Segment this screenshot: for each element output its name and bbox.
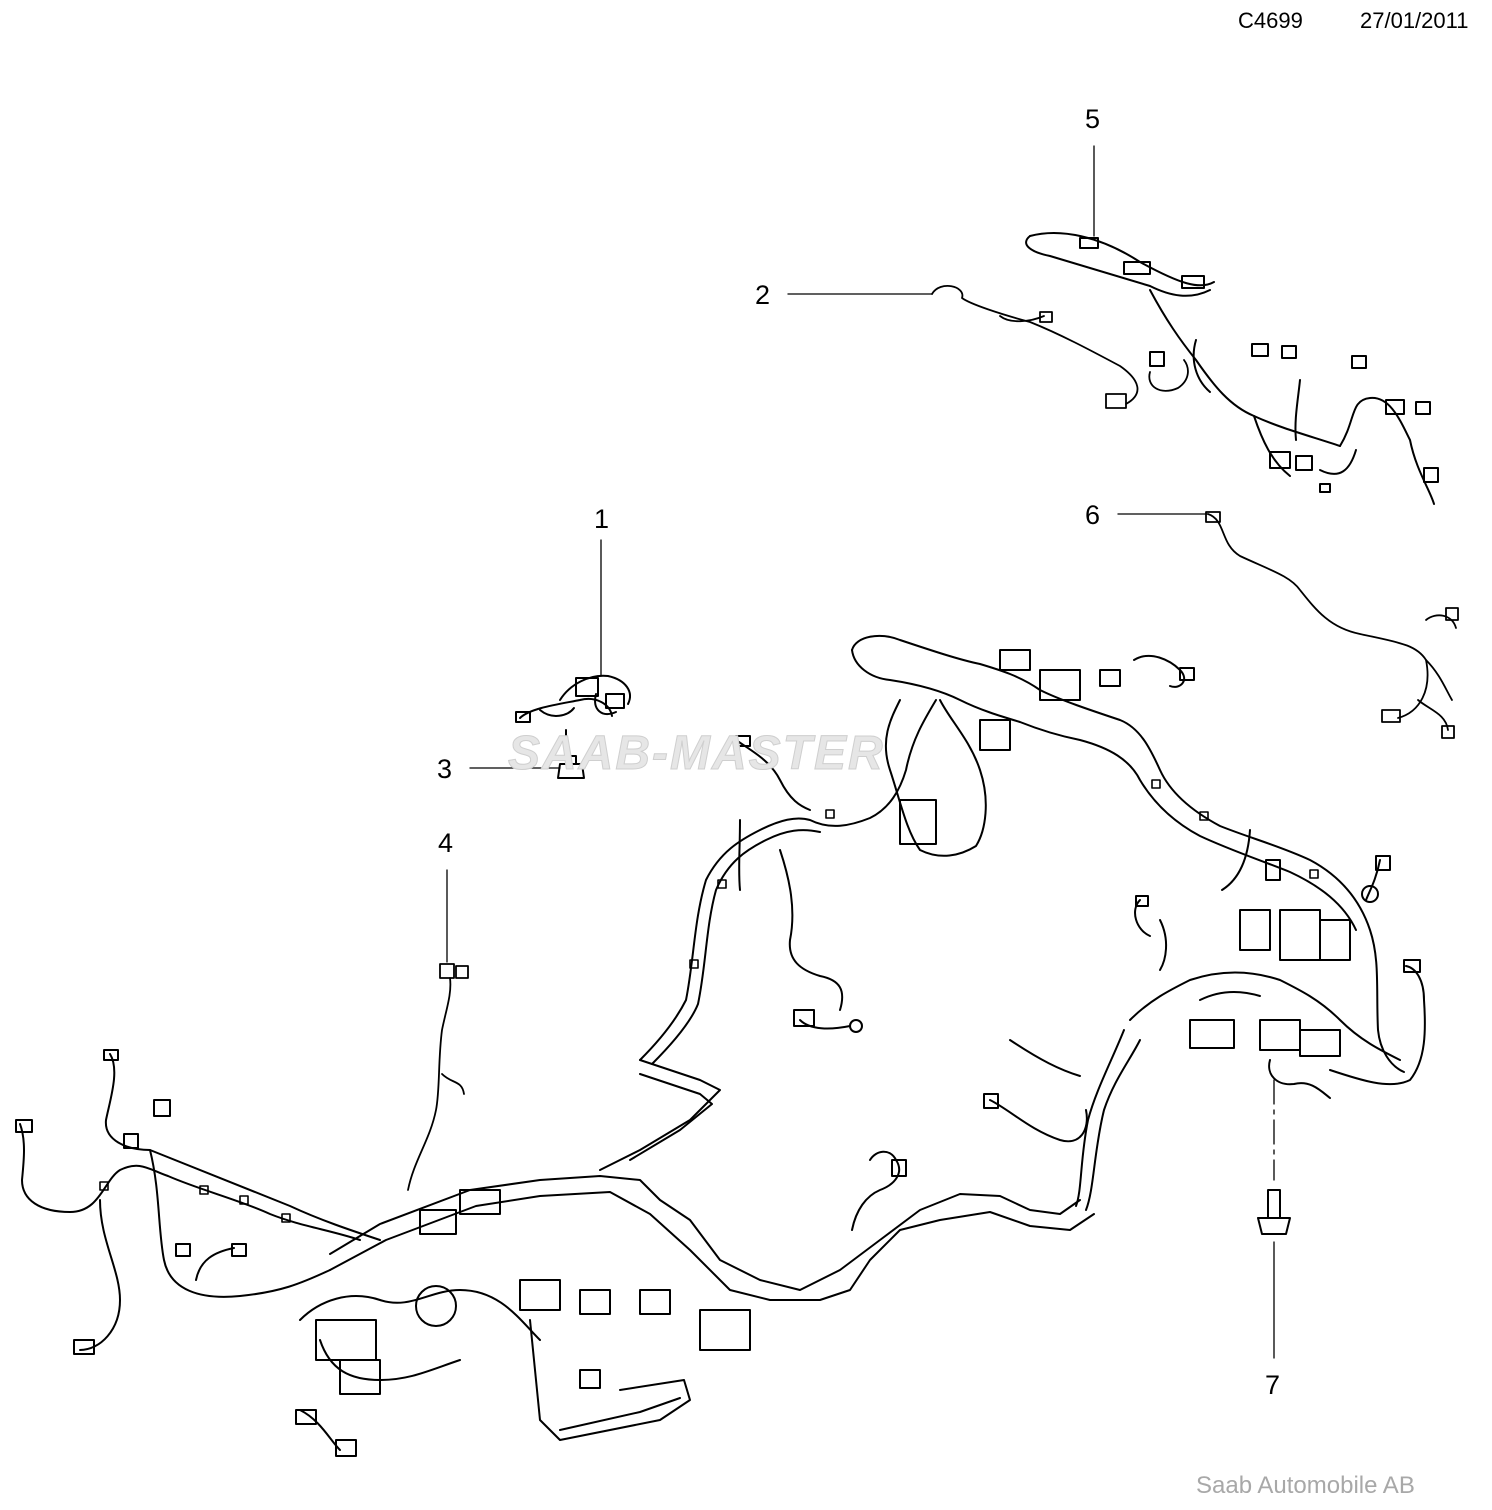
bolt-7: [1257, 1189, 1291, 1235]
roof-harness: [1025, 232, 1439, 505]
callout-label-1: 1: [594, 504, 610, 534]
thin-harness: [931, 285, 1189, 409]
callout-label-4: 4: [438, 828, 454, 858]
small-harness-4: [407, 963, 469, 1191]
callout-label-2: 2: [755, 280, 771, 310]
callout-label-3: 3: [437, 754, 453, 784]
callout-label-6: 6: [1085, 500, 1101, 530]
connector-cluster-1: [515, 674, 631, 757]
harness-clips: [99, 779, 1319, 1223]
side-harness: [1205, 511, 1459, 739]
clip-3: [557, 755, 585, 779]
leader-lines: [446, 145, 1275, 1359]
footer-brand: Saab Automobile AB: [1196, 1472, 1415, 1499]
callout-label-5: 5: [1085, 104, 1101, 134]
diagram-date: 27/01/2011: [1360, 8, 1469, 33]
main-harness: [15, 634, 1426, 1457]
callout-label-7: 7: [1265, 1370, 1281, 1400]
watermark-logo: SAAB-MASTER: [508, 727, 885, 781]
diagram-code: C4699: [1238, 8, 1303, 33]
